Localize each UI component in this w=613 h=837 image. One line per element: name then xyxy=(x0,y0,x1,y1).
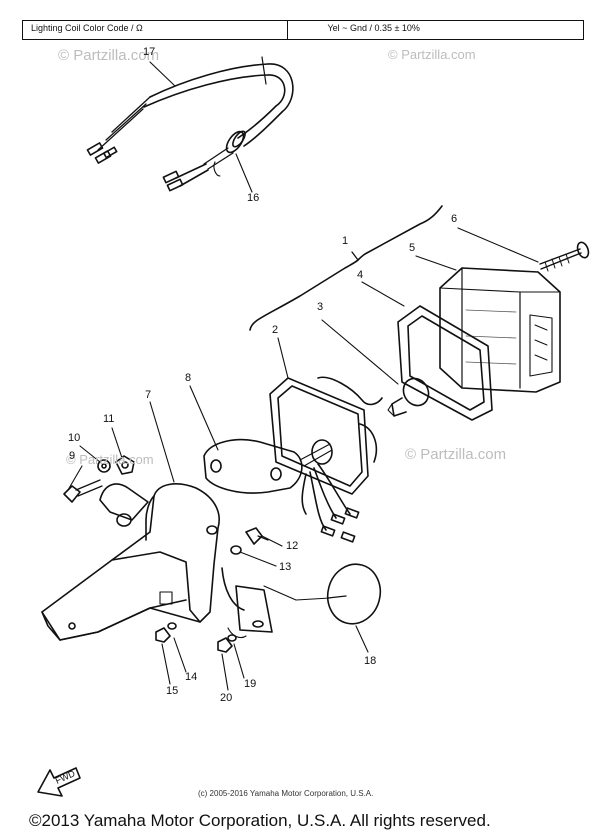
forward-arrow xyxy=(37,767,81,797)
tail-lamp-lens xyxy=(439,267,561,393)
lower-fasteners xyxy=(155,622,247,653)
wire-harness xyxy=(86,56,294,164)
callout-13: 13 xyxy=(279,561,292,573)
spec-table: Lighting Coil Color Code / Ω Yel ~ Gnd /… xyxy=(22,20,584,40)
callout-8: 8 xyxy=(185,372,192,384)
callout-2: 2 xyxy=(272,324,279,336)
bolt-washer-small xyxy=(230,527,269,555)
assembly-bracket xyxy=(249,205,443,331)
leader-lines xyxy=(67,61,539,691)
arrow-label: FWD xyxy=(54,768,77,786)
callout-16: 16 xyxy=(247,192,260,204)
spec-value-cell: Yel ~ Gnd / 0.35 ± 10% xyxy=(286,21,584,39)
callout-17: 17 xyxy=(143,46,156,58)
callout-11: 11 xyxy=(103,413,115,425)
callout-15: 15 xyxy=(166,685,179,697)
callout-5: 5 xyxy=(409,242,416,254)
callout-18: 18 xyxy=(364,655,377,667)
watermark: © Partzilla.com xyxy=(66,452,154,467)
tail-lamp-bracket xyxy=(41,483,220,641)
callout-19: 19 xyxy=(244,678,257,690)
lens-screw xyxy=(539,241,590,272)
page-copyright: ©2013 Yamaha Motor Corporation, U.S.A. A… xyxy=(29,811,491,830)
callout-3: 3 xyxy=(317,301,324,313)
callout-12: 12 xyxy=(286,540,299,552)
callout-10: 10 xyxy=(68,432,81,444)
spec-label-cell: Lighting Coil Color Code / Ω xyxy=(31,23,143,33)
license-bracket xyxy=(221,567,273,633)
callout-6: 6 xyxy=(451,213,458,225)
watermark: © Partzilla.com xyxy=(58,47,160,64)
watermark: © Partzilla.com xyxy=(405,446,507,463)
grommet xyxy=(162,130,246,192)
lamp-case xyxy=(269,376,383,543)
callout-9: 9 xyxy=(69,450,76,462)
callout-1: 1 xyxy=(342,235,349,247)
bulb xyxy=(387,377,430,417)
callout-14: 14 xyxy=(185,671,198,683)
diagram-copyright: (c) 2005-2016 Yamaha Motor Corporation, … xyxy=(198,789,374,798)
lens-gasket xyxy=(397,305,493,421)
watermark: © Partzilla.com xyxy=(388,47,476,62)
callout-4: 4 xyxy=(357,269,364,281)
mounting-plate xyxy=(203,438,303,494)
callout-7: 7 xyxy=(145,389,152,401)
callout-20: 20 xyxy=(220,692,233,704)
reflector xyxy=(263,563,382,625)
